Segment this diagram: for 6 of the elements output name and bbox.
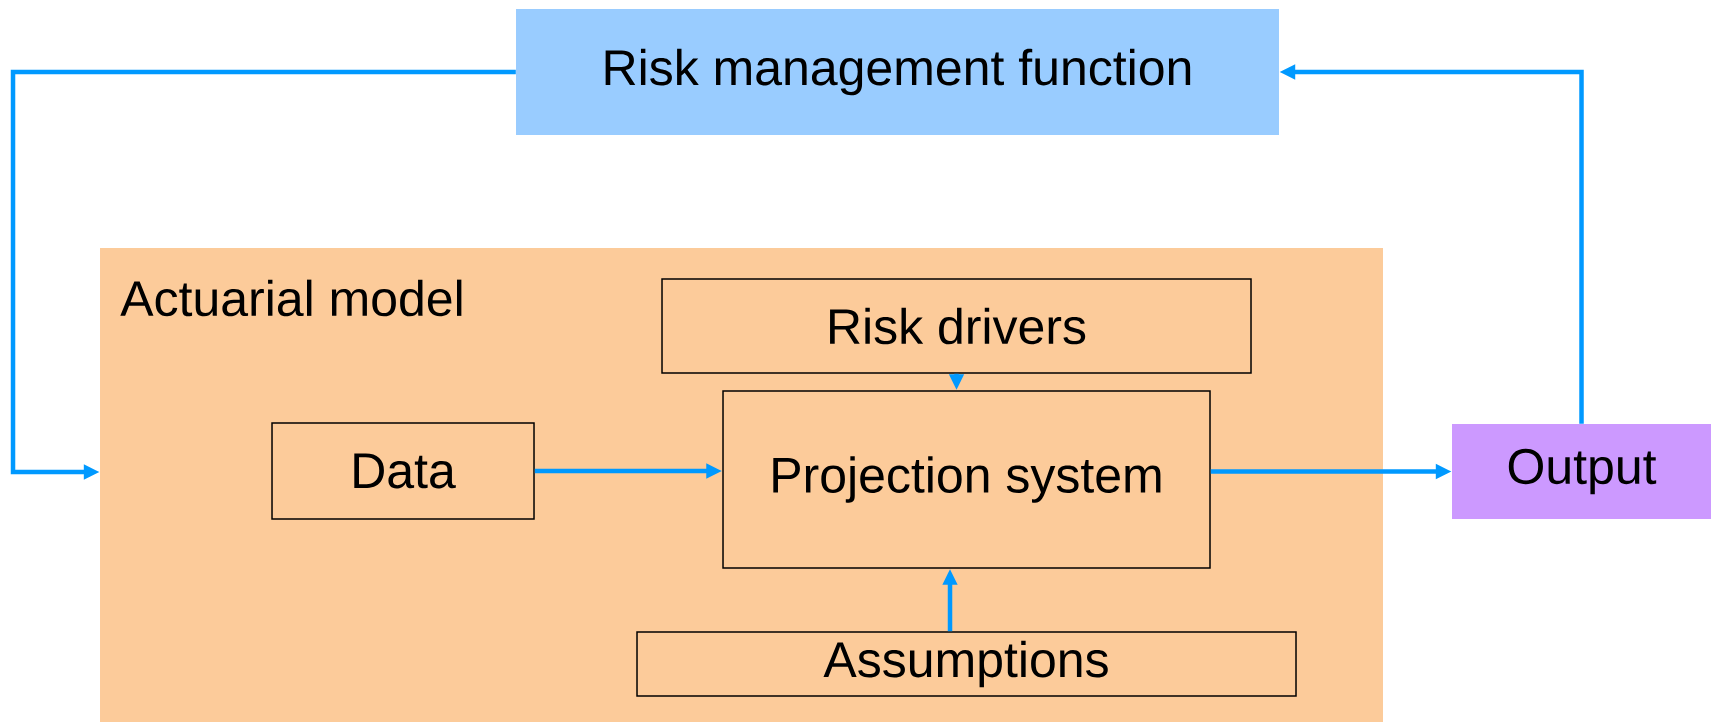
process-box: Assumptions bbox=[636, 631, 1297, 697]
process-box: Projection system bbox=[722, 390, 1211, 569]
process-box: Data bbox=[271, 422, 535, 520]
process-box: Risk drivers bbox=[661, 278, 1252, 374]
process-box: Risk management function bbox=[516, 9, 1279, 135]
output-box: Output bbox=[1452, 424, 1711, 519]
